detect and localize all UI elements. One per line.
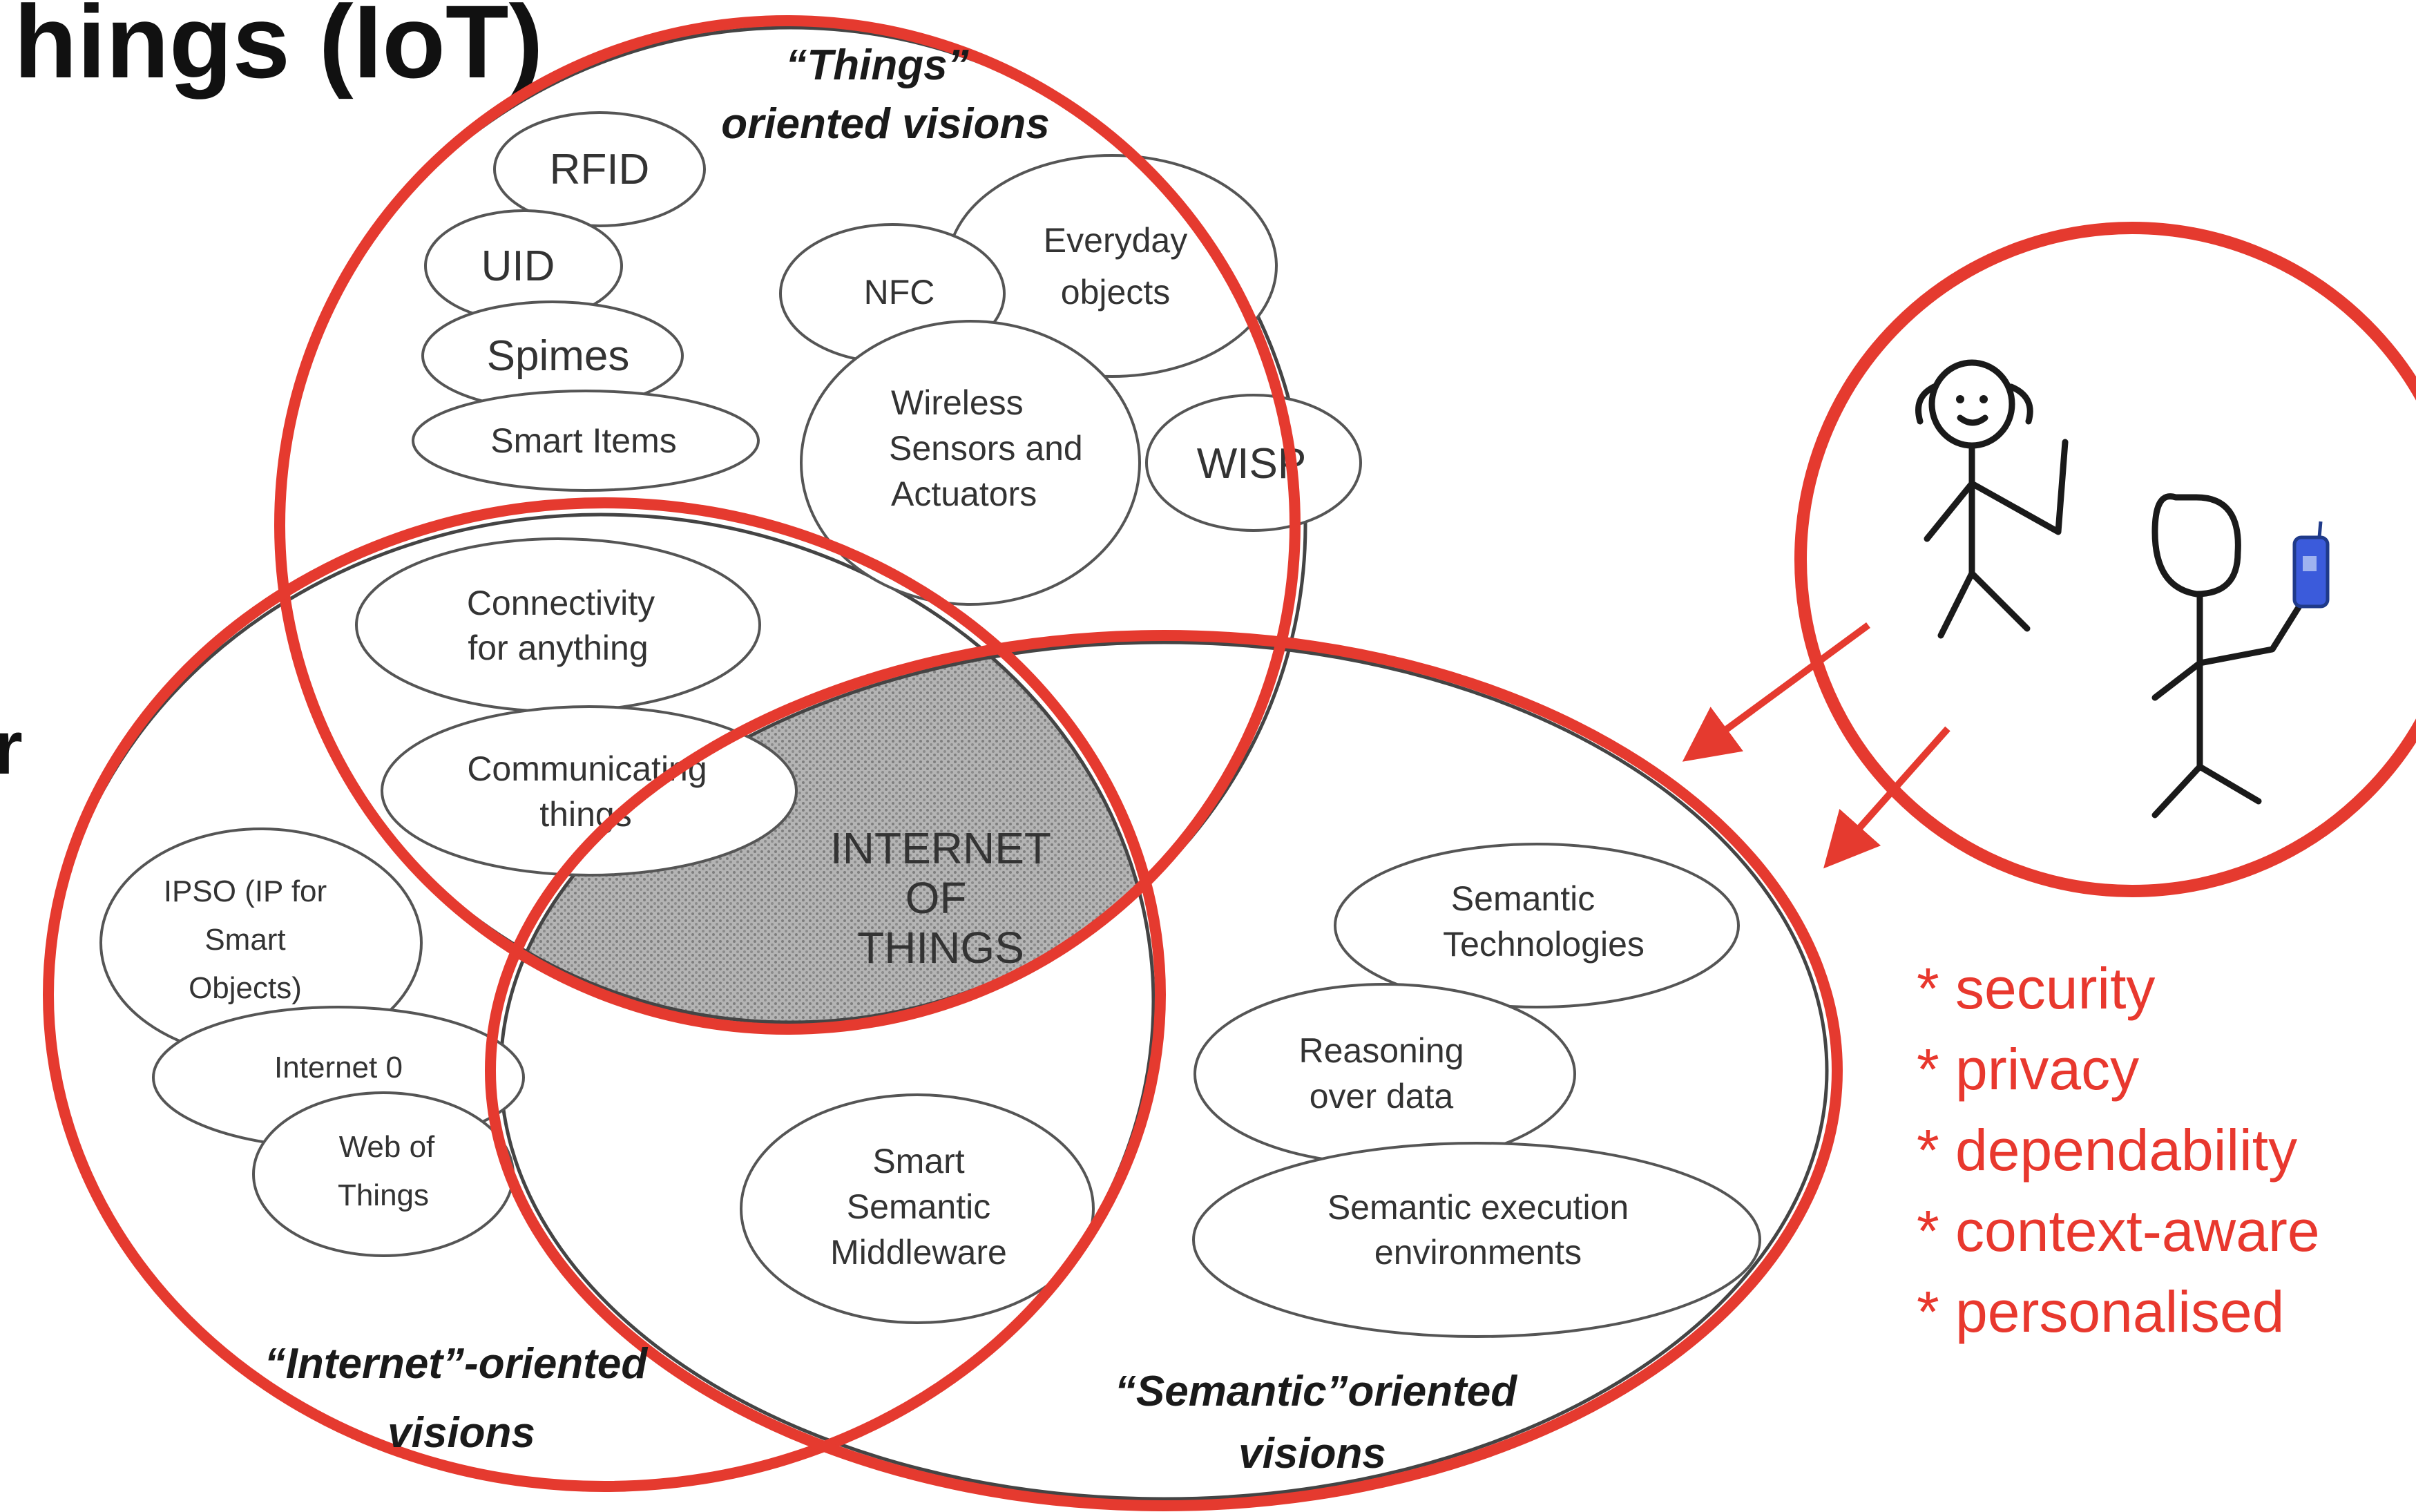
internet-red-ring: [43, 497, 1166, 1492]
smart-items-label: Smart Items: [490, 421, 676, 460]
wireless-label-2: Sensors and: [889, 429, 1083, 468]
property-item: * privacy: [1917, 1037, 2139, 1102]
web-of-things-ellipse: [252, 1091, 515, 1257]
property-item: * personalised: [1917, 1279, 2284, 1344]
connectivity-ellipse: [355, 537, 761, 713]
reasoning-label-2: over data: [1310, 1077, 1454, 1116]
semantic-items: Semantic Technologies Reasoning over dat…: [1192, 843, 1761, 1338]
middleware-label-2: Semantic: [847, 1187, 990, 1226]
reasoning-ellipse: [1193, 983, 1576, 1165]
everyday-label-2: objects: [1061, 273, 1170, 312]
center-line-2: OF: [905, 873, 967, 923]
internet-label-2: visions: [387, 1409, 535, 1457]
wisp-ellipse: [1145, 394, 1362, 532]
things-label-2: oriented visions: [721, 100, 1049, 148]
semantic-label-1: “Semantic”oriented: [1115, 1368, 1517, 1415]
stray-letter: r: [0, 705, 23, 790]
semtech-label-2: Technologies: [1443, 925, 1645, 964]
semantic-label-2: visions: [1238, 1430, 1386, 1477]
web-label-1: Web of: [339, 1130, 435, 1164]
property-item: * context-aware: [1917, 1198, 2320, 1263]
middleware-label-3: Middleware: [830, 1233, 1007, 1272]
property-list: * security * privacy * dependability * c…: [1917, 956, 2320, 1344]
ipso-label-2: Smart: [204, 923, 285, 957]
spimes-label: Spimes: [487, 332, 630, 380]
connectivity-label-1: Connectivity: [467, 584, 655, 622]
semantic-technologies-ellipse: [1334, 843, 1740, 1008]
things-red-ring: [274, 15, 1301, 1035]
overlap-items: Connectivity for anything Communicating …: [355, 537, 1095, 1324]
center-line-3: THINGS: [857, 923, 1024, 973]
center-region: [501, 642, 1153, 1022]
internet-items: IPSO (IP for Smart Objects) Internet 0 W…: [99, 827, 525, 1257]
rfid-ellipse: [493, 111, 706, 227]
person-with-phone-icon: [2151, 493, 2330, 819]
communicating-ellipse: [381, 705, 798, 877]
center-line-1: INTERNET: [830, 823, 1051, 873]
wireless-sensors-ellipse: [800, 320, 1141, 606]
person-icon: [1915, 359, 2069, 639]
exec-label-1: Semantic execution: [1327, 1188, 1629, 1227]
users-group: [1794, 222, 2416, 897]
phone-icon: [2292, 521, 2330, 609]
middleware-label-1: Smart: [872, 1142, 964, 1180]
internet0-label: Internet 0: [274, 1051, 403, 1084]
center-label: INTERNET OF THINGS: [830, 823, 1051, 973]
rfid-label: RFID: [550, 146, 650, 193]
web-label-2: Things: [338, 1178, 429, 1212]
exec-label-2: environments: [1374, 1233, 1582, 1272]
things-items: RFID UID Spimes Smart Items Everyday obj…: [412, 111, 1362, 606]
middleware-ellipse: [740, 1093, 1095, 1324]
property-item: * security: [1917, 956, 2155, 1021]
connectivity-label-2: for anything: [468, 629, 648, 667]
semtech-label-1: Semantic: [1451, 879, 1595, 918]
everyday-label-1: Everyday: [1044, 221, 1187, 260]
page-title: hings (IoT): [14, 0, 543, 99]
uid-label: UID: [481, 242, 555, 290]
users-red-circle: [1794, 222, 2416, 897]
smart-items-ellipse: [412, 390, 760, 492]
ipso-label-1: IPSO (IP for: [164, 874, 327, 908]
arrow-icon: [1682, 622, 1950, 869]
wireless-label-1: Wireless: [891, 383, 1024, 422]
ipso-label-3: Objects): [189, 971, 302, 1005]
wireless-label-3: Actuators: [891, 475, 1037, 513]
things-label-1: “Things”: [785, 41, 968, 89]
nfc-label: NFC: [864, 273, 935, 312]
internet-label-1: “Internet”-oriented: [265, 1340, 649, 1388]
reasoning-label-1: Reasoning: [1298, 1031, 1464, 1070]
semantic-execution-ellipse: [1192, 1142, 1761, 1338]
property-item: * dependability: [1917, 1118, 2297, 1183]
semantic-red-ring: [485, 630, 1843, 1511]
